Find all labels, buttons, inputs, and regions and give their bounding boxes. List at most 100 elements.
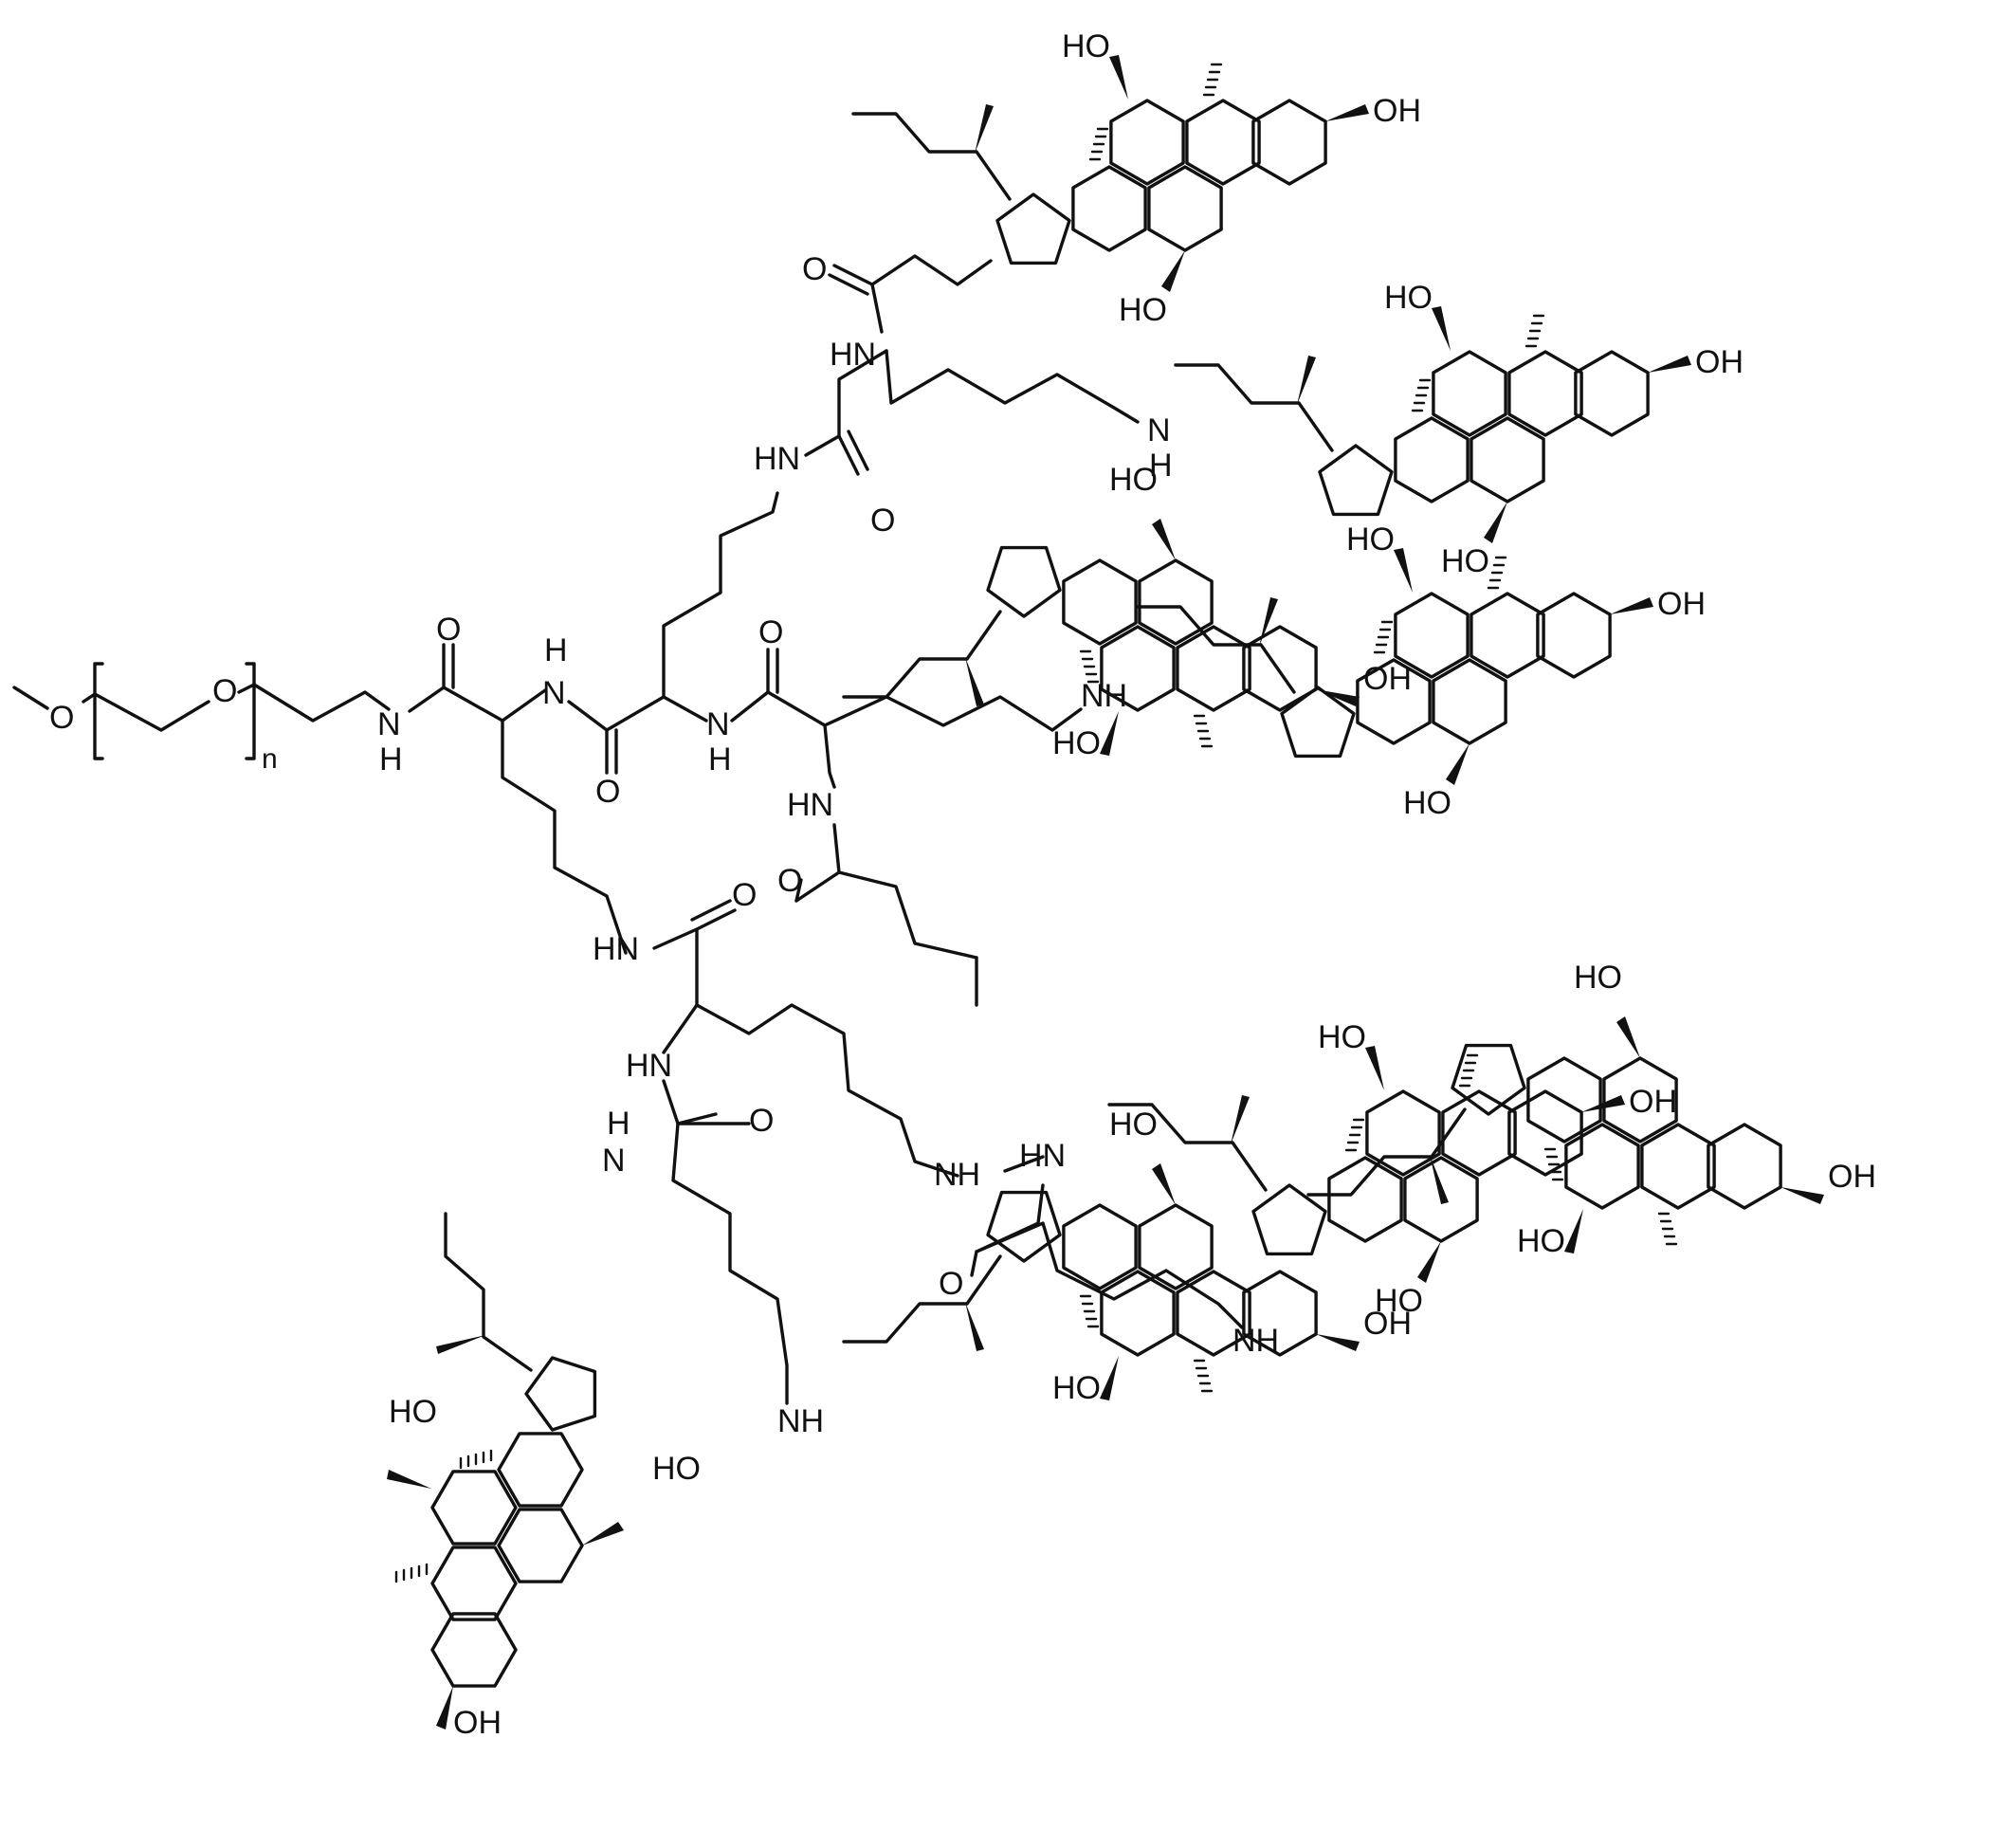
hydroxyl-wedge bbox=[1446, 743, 1470, 785]
lower-nh2-label: NH bbox=[777, 1403, 824, 1439]
hydroxyl-wedge bbox=[1152, 1163, 1176, 1205]
g1-h-label: H bbox=[544, 632, 568, 668]
cyclohexane-ring bbox=[1640, 1123, 1716, 1210]
top-hn-label: HN bbox=[830, 337, 876, 373]
cyclohexane-ring bbox=[497, 1432, 584, 1508]
bile-side-chain bbox=[842, 1254, 1002, 1344]
hydroxyl-label: HO bbox=[1109, 462, 1158, 498]
cyclohexane-ring bbox=[1242, 1270, 1318, 1357]
cyclopentane-ring bbox=[524, 1356, 597, 1432]
g1b-carbonyl-o-label: O bbox=[758, 614, 783, 650]
cyclohexane-ring bbox=[497, 1508, 584, 1583]
core-amide-nh-label: N bbox=[377, 706, 401, 742]
hydroxyl-wedge bbox=[1780, 1187, 1824, 1204]
hydroxyl-label: HO bbox=[389, 1394, 437, 1430]
hydroxyl-wedge bbox=[1394, 548, 1413, 593]
methyl-wedge bbox=[975, 104, 994, 154]
hydroxyl-wedge bbox=[582, 1522, 624, 1546]
hydroxyl-label: OH bbox=[1629, 1084, 1677, 1120]
cyclopentane-ring bbox=[995, 192, 1071, 265]
carbonyl-o-label: O bbox=[777, 863, 802, 899]
methyl-wedge bbox=[965, 657, 984, 706]
hydroxyl-label: OH bbox=[1363, 661, 1412, 697]
cyclohexane-ring bbox=[1441, 1089, 1517, 1177]
hydroxyl-label: OH bbox=[1363, 1306, 1412, 1342]
methyl-wedge bbox=[965, 1302, 984, 1351]
hydroxyl-label: HO bbox=[1517, 1223, 1565, 1259]
cyclohexane-ring bbox=[1062, 1203, 1138, 1290]
cyclohexane-ring bbox=[1507, 350, 1583, 437]
hydroxyl-label: HO bbox=[1052, 1370, 1101, 1406]
g1b-nh-label: N bbox=[706, 706, 730, 742]
cyclohexane-ring bbox=[1536, 592, 1612, 679]
cyclohexane-ring bbox=[1185, 99, 1261, 186]
hydroxyl-wedge bbox=[1161, 250, 1185, 292]
cyclohexane-ring bbox=[1176, 1270, 1251, 1357]
cyclopentane-ring bbox=[1280, 686, 1356, 759]
lower-carbonyl-o-label: O bbox=[732, 877, 757, 913]
lower-h-label: H bbox=[607, 1106, 630, 1142]
hydroxyl-wedge bbox=[1484, 502, 1507, 543]
hydroxyl-wedge bbox=[1648, 356, 1691, 373]
hydroxyl-label: OH bbox=[1657, 586, 1706, 622]
cyclohexane-ring bbox=[1470, 592, 1545, 679]
peg-chain: O O n N H O N H O N H O bbox=[12, 612, 827, 810]
hydroxyl-wedge bbox=[1325, 104, 1369, 121]
cyclohexane-ring bbox=[1356, 658, 1432, 745]
bile-acid-unit: HO OH HO bbox=[842, 462, 1412, 761]
hydroxyl-wedge bbox=[1316, 689, 1360, 706]
g1b-h-label: H bbox=[708, 741, 732, 778]
bile-side-chain bbox=[842, 610, 1002, 699]
cyclohexane-ring bbox=[1176, 625, 1251, 712]
bile-side-chain bbox=[851, 112, 1012, 201]
cyclohexane-ring bbox=[1071, 165, 1147, 252]
bile-acid-unit: HO OH HO bbox=[387, 1212, 701, 1741]
mid-carbonyl-o-label: O bbox=[939, 1266, 963, 1302]
lower-n-label: N bbox=[602, 1143, 626, 1179]
bile-side-chain bbox=[1306, 1107, 1467, 1197]
hydroxyl-label: HO bbox=[1062, 28, 1110, 64]
hydroxyl-label: HO bbox=[1441, 543, 1489, 579]
cyclohexane-ring bbox=[1394, 416, 1470, 503]
cyclopentane-ring bbox=[1318, 444, 1394, 517]
g1-carbonyl-o-label: O bbox=[595, 774, 620, 810]
amide-hn-label: HN bbox=[787, 787, 833, 823]
bile-acid-unit: HO OH HO bbox=[1306, 960, 1876, 1259]
hydroxyl-label: OH bbox=[1828, 1159, 1876, 1195]
methoxy-oxygen-label: O bbox=[49, 700, 74, 736]
core-amide-h-label: H bbox=[379, 741, 403, 778]
cyclohexane-ring bbox=[1147, 165, 1223, 252]
lower-carbonyl2-o-label: O bbox=[749, 1103, 774, 1139]
cyclohexane-ring bbox=[1507, 1089, 1583, 1177]
peg-oxygen-label: O bbox=[212, 673, 237, 709]
hydroxyl-label: OH bbox=[453, 1705, 502, 1741]
hydroxyl-label: HO bbox=[1384, 280, 1433, 316]
lower-dendron-backbone: HN O HN O H N NH NH HN O NH bbox=[593, 877, 1279, 1439]
cyclohexane-ring bbox=[1470, 416, 1545, 503]
hydroxyl-wedge bbox=[1100, 711, 1119, 756]
cyclohexane-ring bbox=[1251, 99, 1327, 186]
cyclohexane-ring bbox=[1432, 658, 1507, 745]
bile-side-chain bbox=[1107, 1103, 1268, 1192]
bile-acid-unit: HO OH HO bbox=[1107, 1019, 1677, 1319]
hydroxyl-label: HO bbox=[1318, 1019, 1366, 1055]
hydroxyl-label: HO bbox=[1119, 292, 1167, 328]
upper-carbonyl-o-label: O bbox=[870, 503, 895, 539]
hydroxyl-label: HO bbox=[1052, 725, 1101, 761]
cyclohexane-ring bbox=[1109, 99, 1185, 186]
lower-hn-label: HN bbox=[593, 931, 639, 967]
methyl-wedge bbox=[1259, 597, 1278, 647]
hydroxyl-wedge bbox=[1432, 306, 1451, 351]
hydroxyl-label: HO bbox=[652, 1451, 701, 1487]
methyl-wedge bbox=[1430, 1155, 1449, 1204]
hydroxyl-label: OH bbox=[1695, 344, 1744, 380]
hydroxyl-wedge bbox=[387, 1470, 431, 1489]
methyl-wedge bbox=[436, 1335, 485, 1354]
hydroxyl-wedge bbox=[436, 1686, 453, 1729]
g1-nh-label: N bbox=[542, 675, 566, 711]
hydroxyl-label: HO bbox=[1346, 521, 1395, 558]
hydroxyl-wedge bbox=[1100, 1356, 1119, 1400]
bile-side-chain bbox=[1136, 605, 1296, 694]
cyclohexane-ring bbox=[1574, 350, 1650, 437]
